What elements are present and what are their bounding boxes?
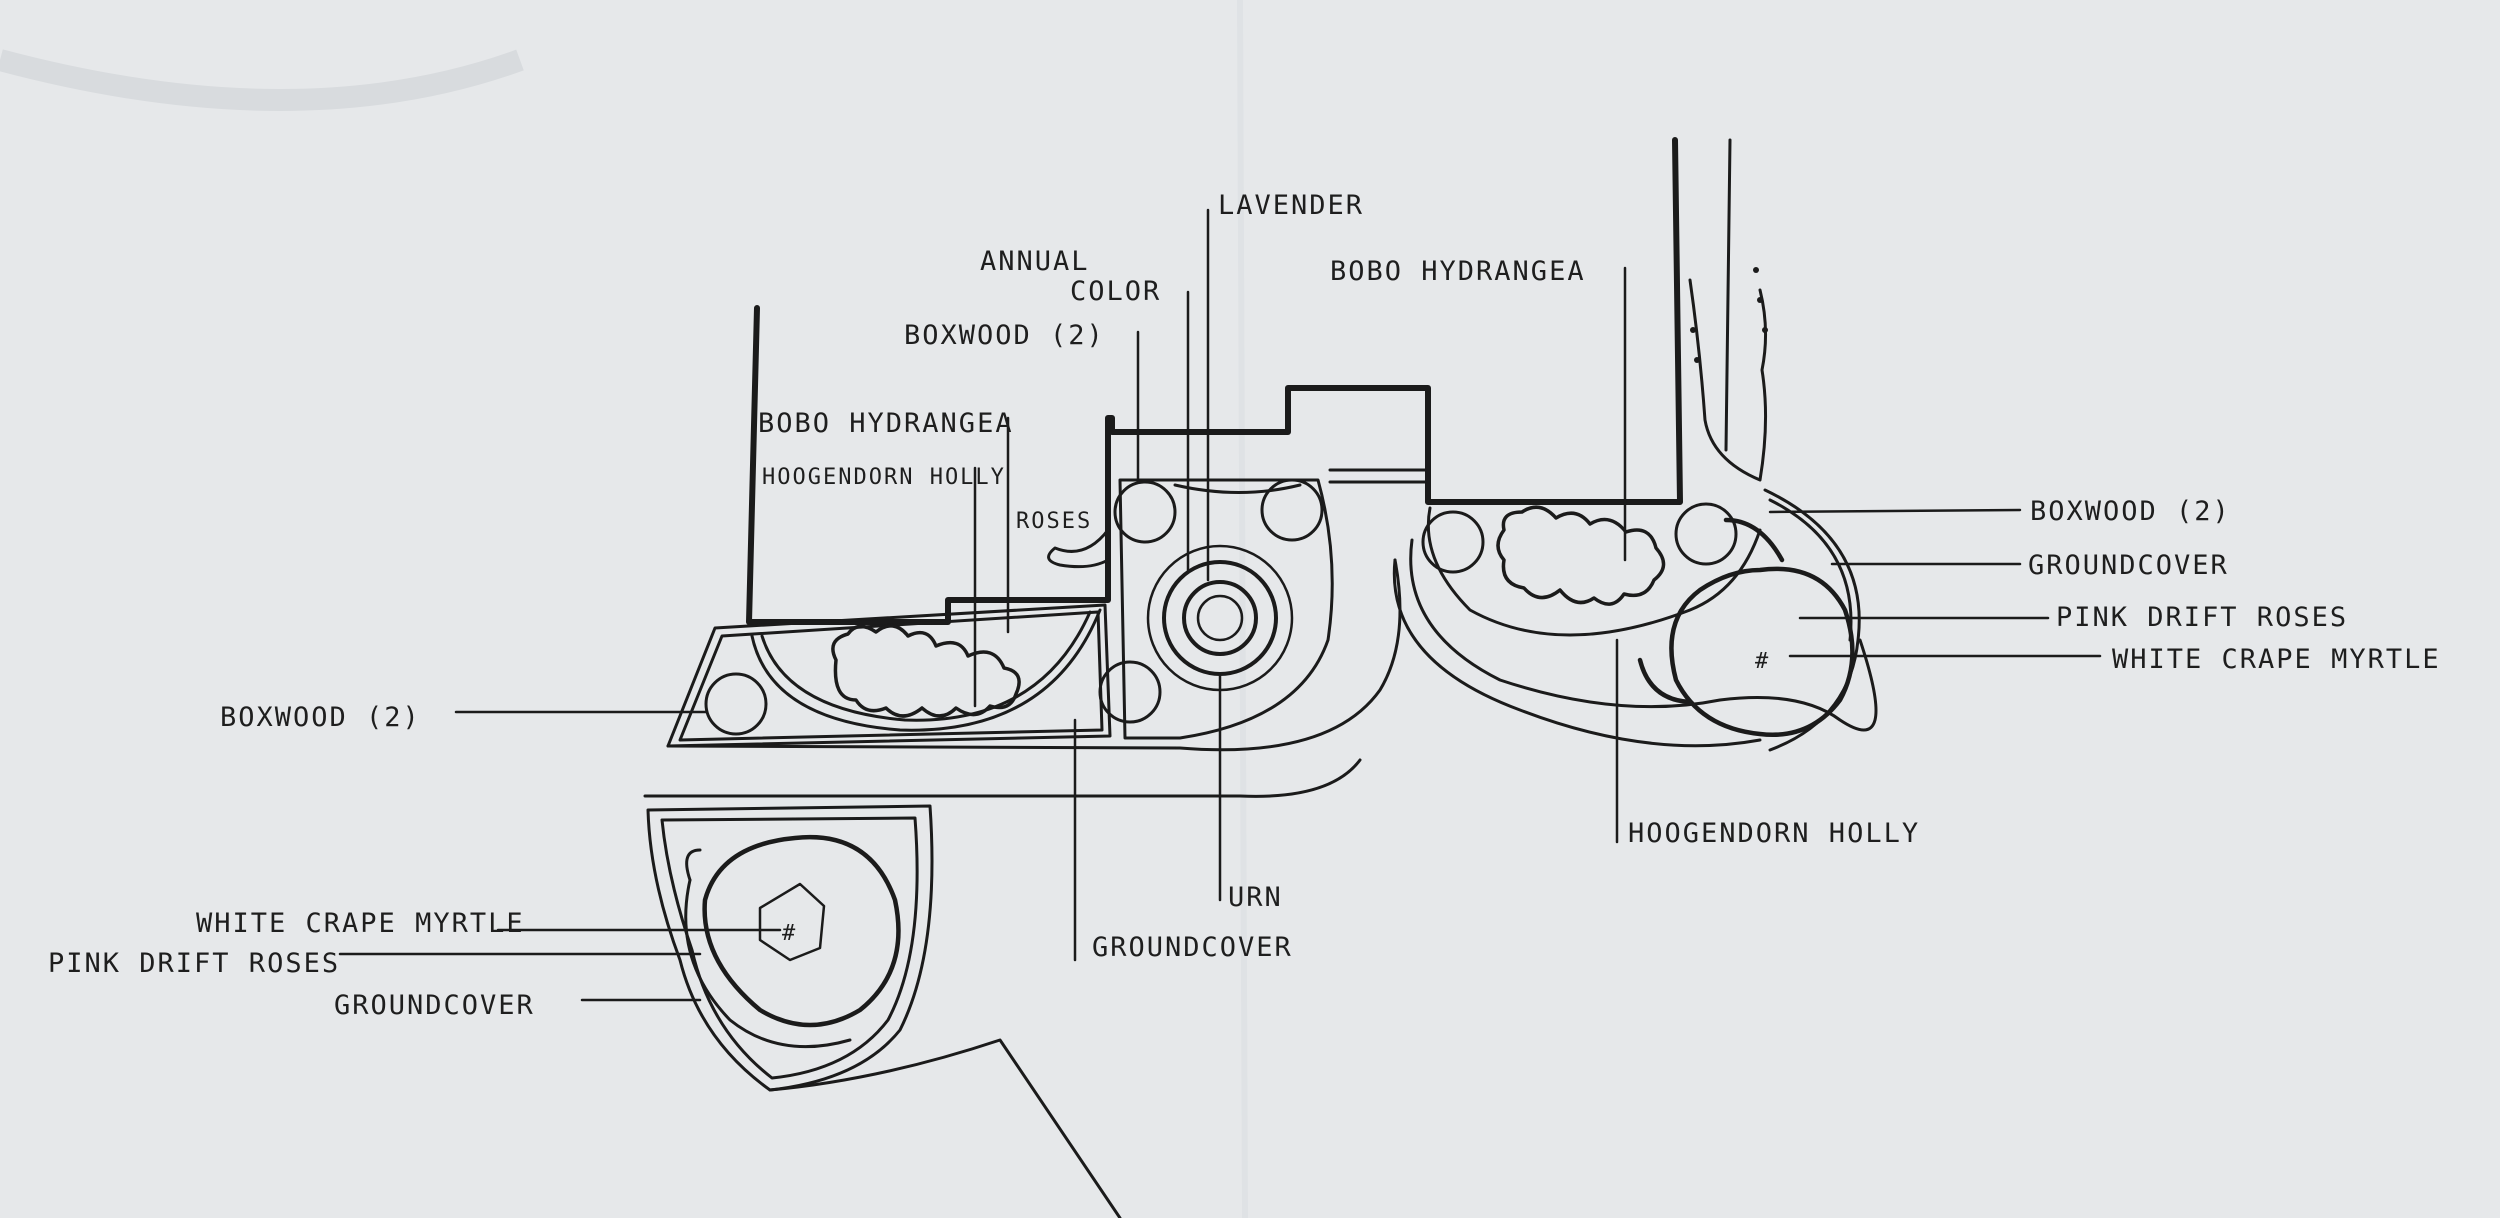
boxwood-center-left <box>1098 660 1162 724</box>
label-hoogendorn-holly-right: HOOGENDORN HOLLY <box>1628 818 1920 849</box>
label-pink-drift-roses-right: PINK DRIFT ROSES <box>2056 602 2348 633</box>
label-bobo-hydrangea-left: BOBO HYDRANGEA <box>758 408 1014 439</box>
label-boxwood-left: BOXWOOD (2) <box>220 702 421 733</box>
hydrangea-right <box>1496 505 1666 606</box>
label-lavender: LAVENDER <box>1218 190 1364 221</box>
roses-squiggle <box>1047 528 1110 569</box>
label-pink-drift-roses-left: PINK DRIFT ROSES <box>48 948 340 979</box>
tree-symbol-right: # <box>1755 649 1770 674</box>
label-bobo-hydrangea-right: BOBO HYDRANGEA <box>1330 256 1586 287</box>
crape-myrtle-left <box>684 834 901 1049</box>
hydrangeas <box>831 505 1666 718</box>
label-boxwood-top: BOXWOOD (2) <box>904 320 1105 351</box>
center-bed <box>1118 478 1334 740</box>
paper-crease <box>1237 0 1248 1218</box>
boxwoods <box>704 478 1738 736</box>
label-white-crape-myrtle-left: WHITE CRAPE MYRTLE <box>196 908 525 939</box>
plant-labels: LAVENDER ANNUAL COLOR BOXWOOD (2) BOBO H… <box>48 190 2441 1021</box>
label-urn: URN <box>1228 882 1283 913</box>
paper-fold <box>0 49 524 111</box>
label-annual: ANNUAL <box>980 246 1090 277</box>
label-white-crape-myrtle-right: WHITE CRAPE MYRTLE <box>2112 644 2441 675</box>
left-bed <box>666 603 1112 748</box>
boxwood-right-2 <box>1674 502 1738 566</box>
label-groundcover-left: GROUNDCOVER <box>334 990 535 1021</box>
boxwood-left <box>704 672 768 736</box>
boxwood-top-left <box>1113 480 1177 544</box>
boxwood-top-right <box>1260 478 1324 542</box>
hedge-dots <box>1690 267 1768 363</box>
label-hoogendorn-holly-left: HOOGENDORN HOLLY <box>762 465 1006 490</box>
hydrangea-left <box>831 624 1021 718</box>
label-color: COLOR <box>1070 276 1161 307</box>
label-roses: ROSES <box>1016 509 1092 534</box>
tree-symbol-left: # <box>782 921 797 946</box>
hydrangea-crescent <box>750 608 1102 732</box>
leader-lines <box>338 208 2102 1002</box>
crape-myrtle-right <box>1637 517 1855 737</box>
boxwood-right-1 <box>1421 510 1485 574</box>
label-boxwood-right: BOXWOOD (2) <box>2030 496 2231 527</box>
hedge-outline <box>1688 278 1768 482</box>
house-walls <box>746 137 1683 625</box>
label-groundcover-center: GROUNDCOVER <box>1092 932 1293 963</box>
label-groundcover-right: GROUNDCOVER <box>2028 550 2229 581</box>
leader-boxwood-right <box>1768 508 2022 514</box>
